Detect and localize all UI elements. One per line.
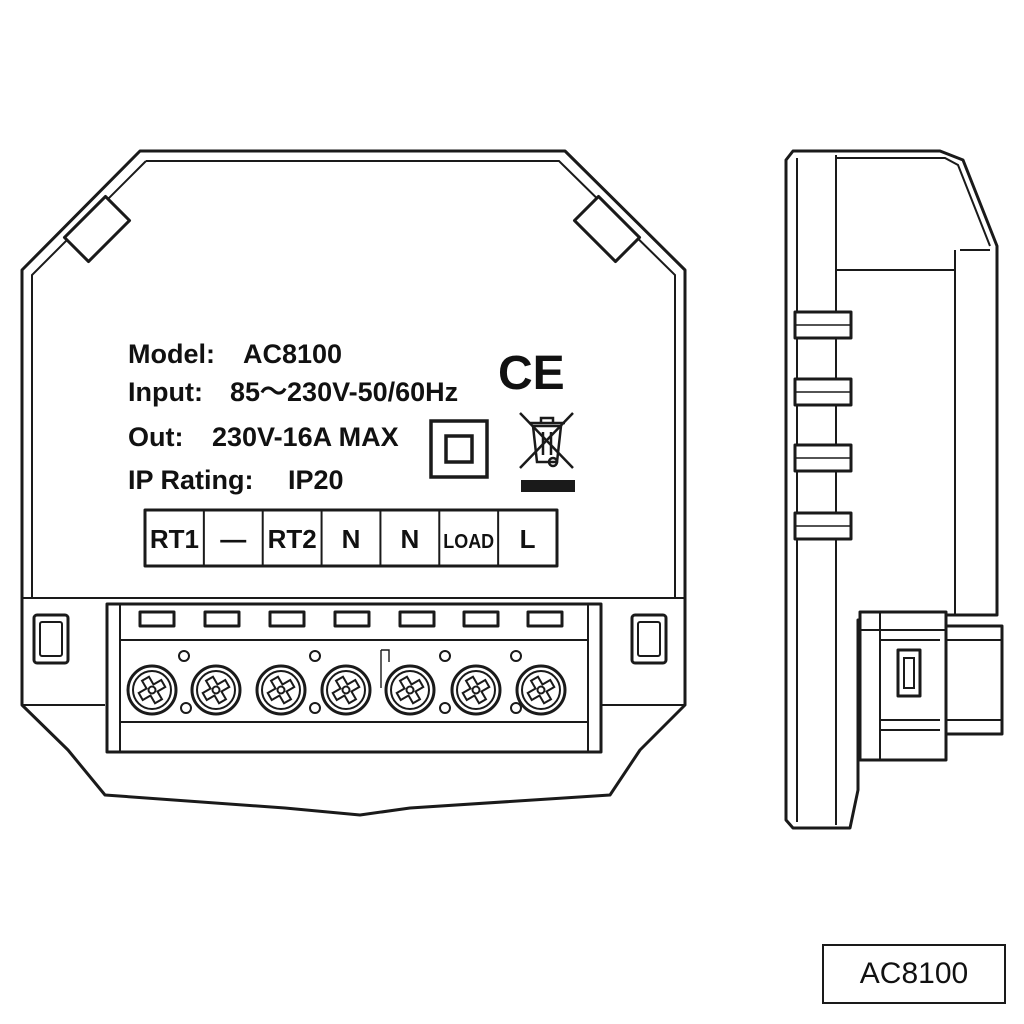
side-view [784, 149, 1004, 830]
corner-slot-right [572, 194, 642, 264]
model-value: AC8100 [243, 339, 342, 369]
terminal-label: L [520, 524, 536, 554]
terminal-label: N [342, 524, 361, 554]
screw [190, 664, 242, 716]
out-value: 230V-16A MAX [212, 422, 399, 452]
model-label: Model: [128, 339, 215, 369]
terminal-label: — [220, 524, 246, 554]
ip-label: IP Rating: [128, 465, 254, 495]
out-label: Out: [128, 422, 183, 452]
screw [515, 664, 567, 716]
side-terminal-block [858, 610, 1004, 762]
screw-terminal-icon [126, 664, 567, 716]
screw [255, 664, 307, 716]
ip-value: IP20 [288, 465, 344, 495]
screw [126, 664, 178, 716]
terminal-label: RT1 [150, 524, 199, 554]
input-label: Input: [128, 377, 203, 407]
corner-slot-left [62, 194, 132, 264]
screw [384, 664, 436, 716]
ce-mark-icon: CE [498, 347, 565, 400]
input-value: 85～230V-50/60Hz [230, 377, 458, 407]
side-slot-left [32, 613, 70, 665]
weee-bin-icon [519, 412, 575, 492]
terminal-label-strip: RT1 — RT2 N N LOAD L [143, 508, 559, 568]
terminal-label: LOAD [443, 531, 494, 553]
terminal-label: N [400, 524, 419, 554]
model-tag: AC8100 [822, 944, 1006, 1004]
spec-text: Model: AC8100 Input: 85～230V-50/60Hz Out… [128, 339, 458, 495]
side-slot-right [630, 613, 668, 665]
screw [320, 664, 372, 716]
screw [450, 664, 502, 716]
double-insulation-icon [429, 419, 489, 479]
terminal-label: RT2 [268, 524, 317, 554]
side-tabs [793, 310, 853, 541]
front-view [20, 149, 687, 817]
